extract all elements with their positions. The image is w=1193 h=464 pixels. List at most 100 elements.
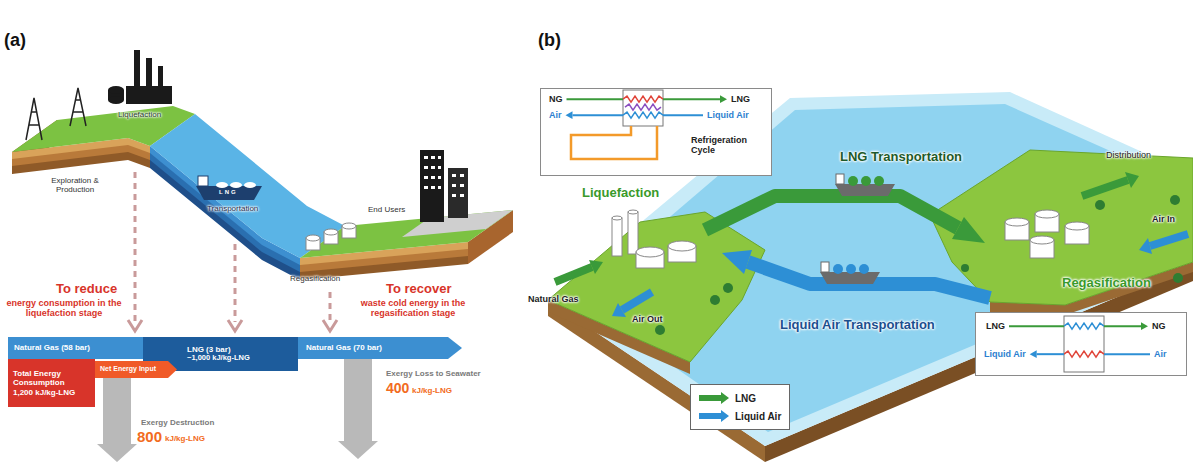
regasification-tank xyxy=(342,223,356,229)
arrow-head xyxy=(1030,350,1037,358)
oil-derrick xyxy=(26,98,42,140)
flow-line xyxy=(573,114,623,116)
node-text: 1,200 kJ/kg-LNG xyxy=(13,388,90,397)
flow-line xyxy=(663,114,703,116)
stream-name: NG xyxy=(1152,321,1166,331)
energy-consumption-box: Total Energy Consumption1,200 kJ/kg-LNG xyxy=(8,359,95,407)
node-text: Natural Gas (70 bar) xyxy=(306,343,442,352)
lng-ship xyxy=(230,182,242,188)
regasification-tank xyxy=(1005,210,1089,258)
building-window xyxy=(438,186,441,189)
liquid-air-flow-arrow xyxy=(612,303,626,317)
flow-line xyxy=(1104,325,1141,327)
stream-name: NG xyxy=(549,94,563,104)
flow-line xyxy=(663,98,720,100)
goal-heading: To recover xyxy=(386,282,452,297)
site-label: Liquefaction xyxy=(582,186,659,201)
legend-arrow xyxy=(699,392,729,404)
flow-label: Air In xyxy=(1152,214,1175,224)
lng-ship xyxy=(874,176,884,186)
building-window xyxy=(424,186,428,189)
tree xyxy=(1170,195,1180,205)
tree xyxy=(1095,200,1105,210)
lng-ship xyxy=(861,176,871,186)
flow-heading: Exergy Loss to Seawater xyxy=(386,369,481,378)
liquid-air-flow-arrow xyxy=(1139,238,1152,254)
arrow-band xyxy=(95,361,177,378)
flow-heading: Exergy Destruction xyxy=(141,418,214,427)
terrain-a xyxy=(12,152,150,174)
legend-row: LNG xyxy=(699,389,781,407)
stream-name: Liquid Air xyxy=(707,110,749,120)
goal-text: waste cold energy in the regasification … xyxy=(338,298,488,319)
inset-schematic xyxy=(1009,316,1150,372)
stage-label: End Users xyxy=(368,205,405,214)
liquefaction-plant xyxy=(126,86,172,104)
liquefaction-plant xyxy=(668,241,696,251)
flow-line xyxy=(1104,353,1150,355)
stage-pointer xyxy=(228,320,242,331)
regasification-tank xyxy=(1035,210,1059,218)
stream-name: LNG xyxy=(986,321,1005,331)
tree xyxy=(1173,273,1183,283)
lng-flow-arrow xyxy=(555,172,1139,282)
flow-label: Natural Gas xyxy=(528,294,579,304)
exchanger-channel xyxy=(625,104,661,110)
exchanger-channel xyxy=(623,96,663,102)
building-window xyxy=(431,176,435,179)
panel-letter: (b) xyxy=(538,30,561,51)
flow-line xyxy=(1009,325,1064,327)
liquefaction-plant xyxy=(612,216,622,220)
lng-ship xyxy=(196,186,262,200)
arrow-band xyxy=(338,359,378,459)
building-window xyxy=(438,176,441,179)
exergy-loss-arrow-shape xyxy=(338,359,378,459)
cycle-name: Refrigeration Cycle xyxy=(691,135,763,156)
goal-text: energy consumption in the liquefaction s… xyxy=(0,298,128,319)
building-window xyxy=(424,156,464,197)
liquid-air-flow-arrow xyxy=(748,262,990,298)
liquefaction-plant xyxy=(636,247,664,257)
liquefaction-plant xyxy=(628,210,638,214)
end-user-building xyxy=(448,168,468,218)
flow-label: Distribution xyxy=(1106,150,1151,160)
legend-box: LNG Liquid Air xyxy=(690,384,790,430)
arrow-head xyxy=(1141,322,1148,330)
building-window xyxy=(431,186,435,189)
liquefaction-plant xyxy=(108,86,124,94)
liquefaction-inset: NGLNGAirLiquid AirRefrigeration Cycle xyxy=(540,88,772,176)
legend-text: Liquid Air xyxy=(735,411,781,422)
exergy-destruction-arrow-shape xyxy=(97,378,137,462)
lng-flow-arrow xyxy=(705,196,958,230)
heat-exchanger xyxy=(623,90,663,126)
node-text: ~1,000 kJ/kg-LNG xyxy=(187,354,292,363)
flow-label: Air Out xyxy=(632,314,663,324)
node-text: Net Energy Input xyxy=(100,365,166,373)
refrigeration-loop xyxy=(571,126,657,159)
node-text: LNG (3 bar) xyxy=(187,345,292,354)
exergy-destruction-arrow: Exergy Destruction800kJ/kg-LNG xyxy=(97,378,137,462)
stage-label: Liquefaction xyxy=(118,110,161,119)
liquefaction-plant xyxy=(612,210,696,268)
tree xyxy=(723,283,733,293)
route-label: Liquid Air Transportation xyxy=(780,318,935,333)
stream-name: LNG xyxy=(731,94,750,104)
lng-ship xyxy=(835,174,895,196)
lng-ship xyxy=(198,176,208,186)
end-user-building xyxy=(420,150,444,222)
building-window xyxy=(452,194,456,197)
lng-ship xyxy=(196,176,262,200)
lng-flow-arrow xyxy=(589,260,603,274)
liquid-air-flow-arrow xyxy=(612,234,1188,317)
liquefaction-plant xyxy=(108,50,172,104)
arrow-band xyxy=(298,337,462,359)
terrain-b xyxy=(548,212,765,362)
building-window xyxy=(460,184,464,187)
building-window xyxy=(452,184,456,187)
legend-swatch xyxy=(699,410,729,422)
liquid-air-ship xyxy=(859,264,869,274)
lng-flow-arrow xyxy=(1125,172,1139,188)
natural-gas-band: Natural Gas (58 bar) xyxy=(8,337,143,359)
liquid-air-flow-arrow xyxy=(722,250,752,274)
regasification-tank xyxy=(1030,236,1054,244)
